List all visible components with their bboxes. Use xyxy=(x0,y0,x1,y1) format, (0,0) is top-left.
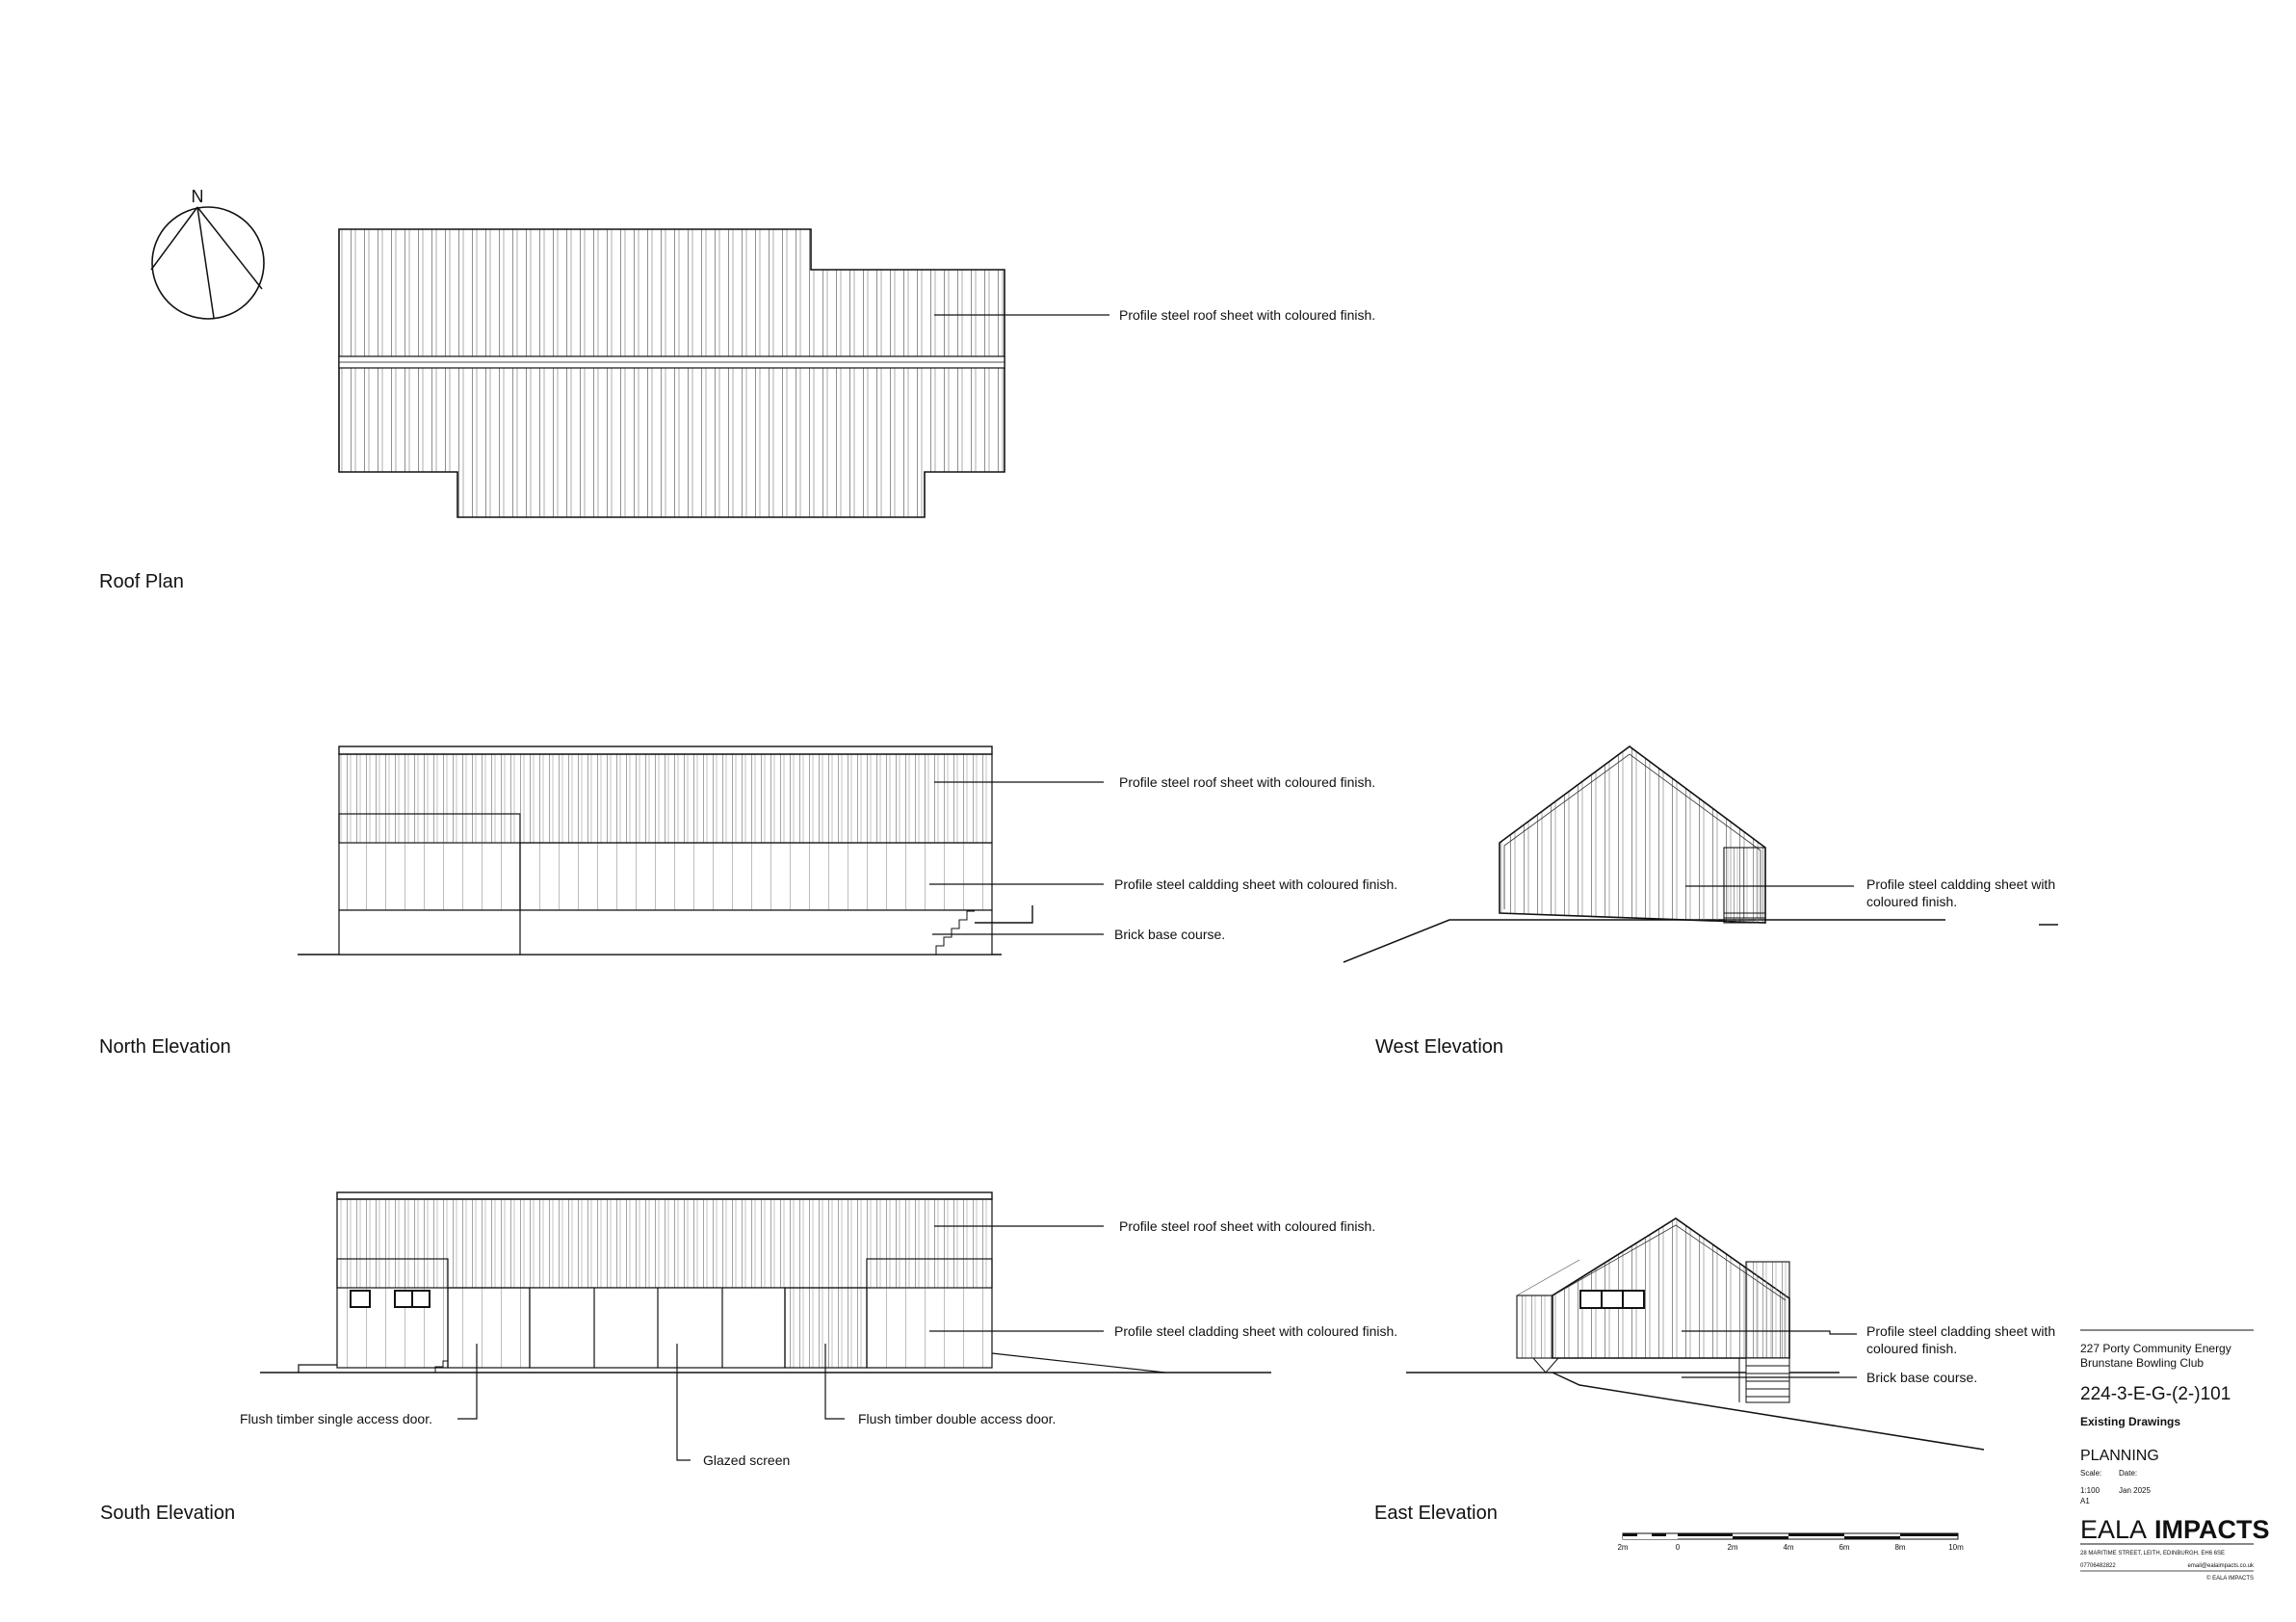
west-elevation-title: West Elevation xyxy=(1375,1036,1503,1058)
tb-client: 227 Porty Community Energy xyxy=(2080,1342,2231,1355)
south-leader-single-door xyxy=(457,1344,478,1420)
tb-phone: 07706482822 xyxy=(2080,1563,2116,1569)
scale-label-4: 6m xyxy=(1839,1543,1849,1552)
title-block: 227 Porty Community Energy Brunstane Bow… xyxy=(2080,1329,2270,1582)
south-leader-double-door xyxy=(824,1344,845,1420)
roof-plan-title: Roof Plan xyxy=(99,571,184,592)
roof-plan-drawing xyxy=(338,228,1005,518)
tb-scale-label: Scale: xyxy=(2080,1469,2101,1478)
north-elevation-drawing xyxy=(298,746,1033,955)
tb-company-bold: IMPACTS xyxy=(2154,1515,2270,1544)
tb-project: Brunstane Bowling Club xyxy=(2080,1356,2204,1370)
north-elevation-title: North Elevation xyxy=(99,1036,231,1058)
scale-label-0: 2m xyxy=(1617,1543,1628,1552)
east-elevation-title: East Elevation xyxy=(1374,1503,1498,1524)
tb-date-label: Date: xyxy=(2119,1469,2137,1478)
scale-bar: 2m 0 2m 4m 6m 8m 10m xyxy=(1617,1532,1964,1552)
roof-plan-note-roof: Profile steel roof sheet with coloured f… xyxy=(1119,307,1375,323)
tb-scale-value: 1:100 xyxy=(2080,1486,2100,1495)
east-note-cladding-1: Profile steel cladding sheet with xyxy=(1866,1323,2055,1339)
tb-drawing-title: Existing Drawings xyxy=(2080,1415,2180,1428)
south-note-cladding: Profile steel cladding sheet with colour… xyxy=(1114,1323,1397,1339)
tb-address: 28 MARITIME STREET, LEITH, EDINBURGH, EH… xyxy=(2080,1551,2225,1557)
east-leader-cladding xyxy=(1682,1330,1857,1335)
north-arrow: N xyxy=(150,187,265,320)
scale-label-3: 4m xyxy=(1783,1543,1793,1552)
tb-email: email@ealaimpacts.co.uk xyxy=(2188,1563,2255,1569)
north-note-cladding: Profile steel caldding sheet with colour… xyxy=(1114,876,1397,892)
scale-label-5: 8m xyxy=(1894,1543,1905,1552)
east-elevation-drawing xyxy=(1406,1217,1985,1451)
south-elevation-drawing xyxy=(260,1191,1271,1373)
tb-sheet-size: A1 xyxy=(2080,1497,2090,1505)
scale-label-6: 10m xyxy=(1948,1543,1964,1552)
south-note-roof: Profile steel roof sheet with coloured f… xyxy=(1119,1218,1375,1234)
tb-status: PLANNING xyxy=(2080,1448,2159,1464)
north-note-roof: Profile steel roof sheet with coloured f… xyxy=(1119,774,1375,790)
west-note-cladding-1: Profile steel caldding sheet with xyxy=(1866,876,2055,892)
south-note-double-door: Flush timber double access door. xyxy=(858,1411,1056,1426)
south-leader-glazed xyxy=(676,1344,691,1461)
east-note-cladding-2: coloured finish. xyxy=(1866,1341,1957,1356)
west-elevation-drawing xyxy=(1343,746,2058,963)
west-note-cladding-2: coloured finish. xyxy=(1866,894,1957,909)
south-note-glazed: Glazed screen xyxy=(703,1452,790,1468)
scale-label-1: 0 xyxy=(1676,1543,1681,1552)
north-note-brick: Brick base course. xyxy=(1114,927,1225,942)
east-note-brick: Brick base course. xyxy=(1866,1370,1977,1385)
tb-drawing-number: 224-3-E-G-(2-)101 xyxy=(2080,1384,2231,1404)
south-note-single-door: Flush timber single access door. xyxy=(240,1411,432,1426)
tb-company-light: EALA xyxy=(2080,1515,2147,1544)
tb-date-value: Jan 2025 xyxy=(2119,1486,2151,1495)
scale-label-2: 2m xyxy=(1727,1543,1737,1552)
south-elevation-title: South Elevation xyxy=(100,1503,235,1524)
north-label: N xyxy=(192,187,204,206)
tb-copyright: © EALA IMPACTS xyxy=(2206,1575,2254,1582)
